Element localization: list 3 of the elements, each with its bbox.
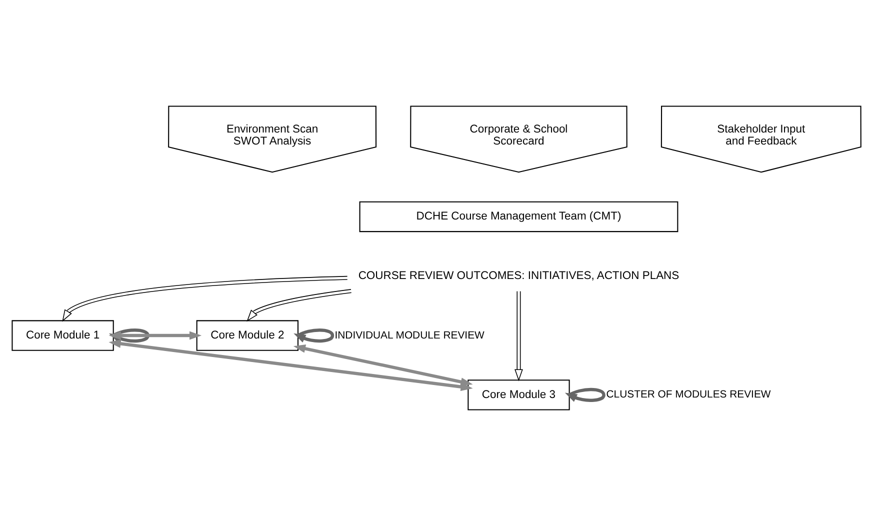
edge-label: INDIVIDUAL MODULE REVIEW bbox=[334, 330, 484, 342]
edge-label: CLUSTER OF MODULES REVIEW bbox=[606, 390, 771, 401]
node-text: COURSE REVIEW OUTCOMES: INITIATIVES, ACTION PLANS bbox=[358, 270, 680, 282]
